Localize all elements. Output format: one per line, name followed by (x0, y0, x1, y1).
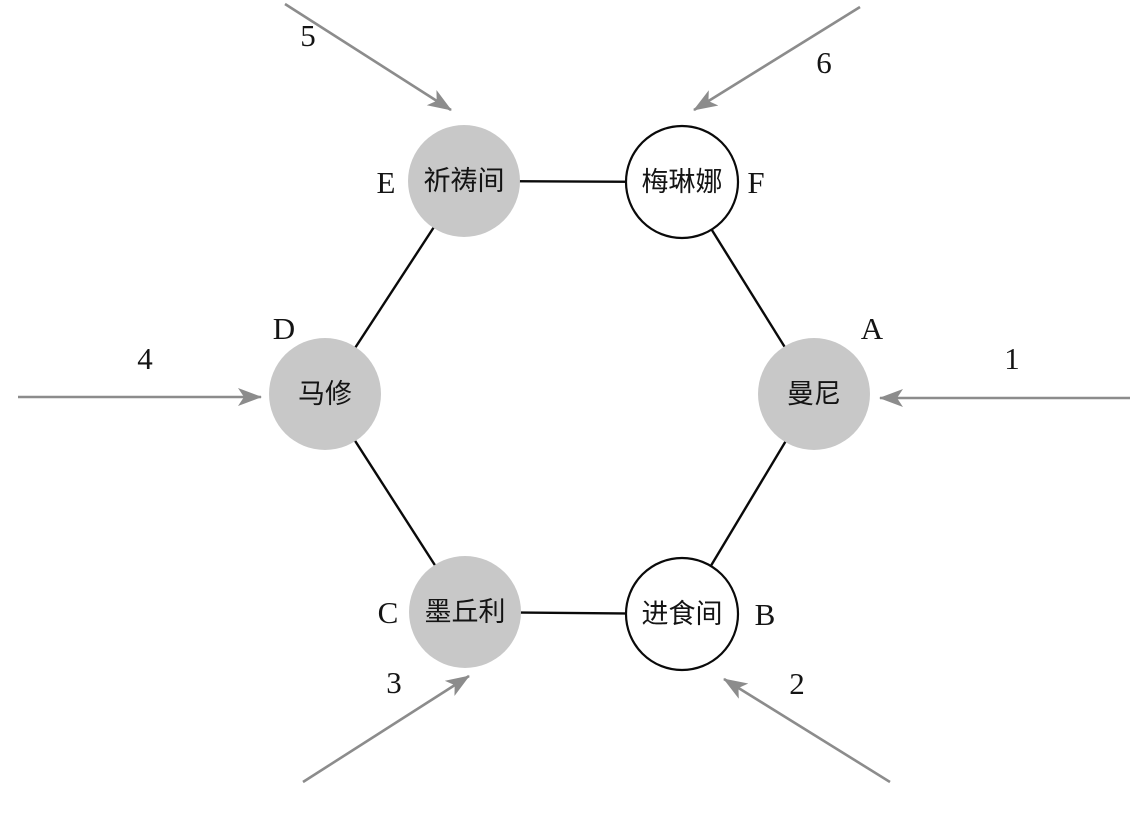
node-e-circle (408, 125, 520, 237)
arrow-label-2: 2 (789, 666, 805, 701)
arrow-5-to-node-e (284, 2, 452, 112)
node-f-name: 梅琳娜 (642, 167, 723, 197)
node-b-circle (624, 556, 740, 672)
node-d-circle (269, 338, 381, 450)
node-c-name: 墨丘利 (425, 597, 506, 627)
arrow-label-3: 3 (386, 665, 402, 700)
node-b-letter: B (755, 597, 776, 632)
node-e-name: 祈祷间 (424, 166, 505, 196)
node-c-letter: C (378, 595, 399, 630)
inbound-arrows: 1 2 3 4 5 6 (18, 2, 1130, 784)
node-e-letter: E (377, 165, 396, 200)
node-c-circle (409, 556, 521, 668)
node-a-letter: A (861, 311, 884, 346)
node-a-circle (758, 338, 870, 450)
node-f-circle (624, 124, 740, 240)
labels: 曼尼 A 进食间 B 墨丘利 C 马修 D 祈祷间 E 梅琳娜 F (273, 165, 884, 632)
arrow-2-to-node-b (723, 677, 891, 784)
arrow-3-to-node-c (302, 674, 470, 784)
arrow-label-6: 6 (816, 45, 832, 80)
node-a-name: 曼尼 (787, 379, 841, 409)
nodes (269, 124, 870, 672)
node-d-name: 马修 (298, 379, 352, 409)
arrow-label-1: 1 (1004, 341, 1020, 376)
arrow-6-to-node-f (693, 5, 861, 112)
node-f-letter: F (747, 165, 764, 200)
node-b-name: 进食间 (642, 599, 723, 629)
node-d-letter: D (273, 311, 295, 346)
hexagon-edges (323, 179, 816, 616)
arrow-label-4: 4 (137, 341, 153, 376)
arrow-label-5: 5 (300, 18, 316, 53)
